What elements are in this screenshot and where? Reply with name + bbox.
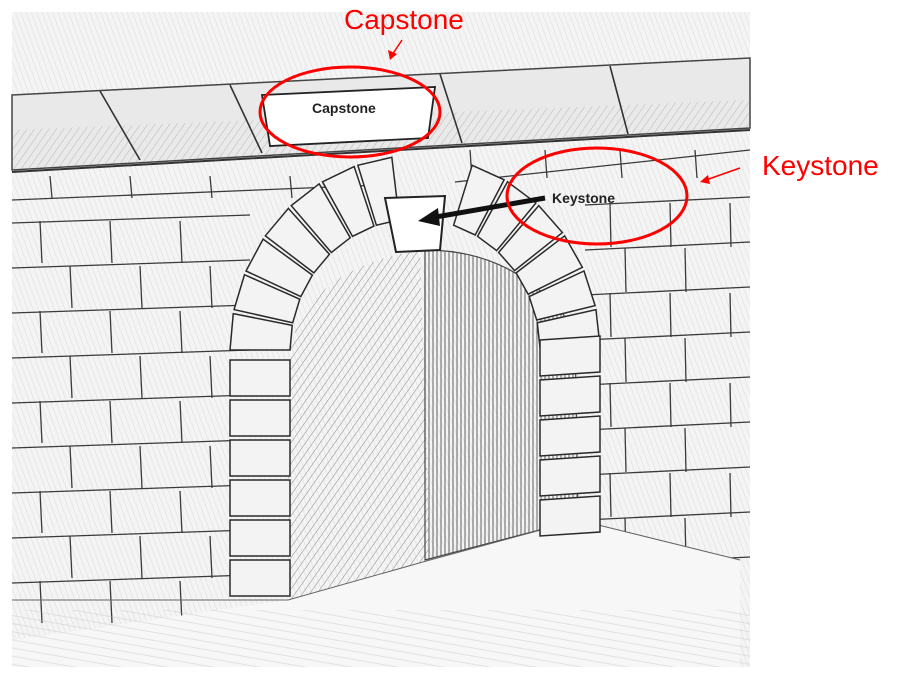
keystone-annotation-label: Keystone (762, 152, 879, 180)
capstone-annotation-label: Capstone (344, 6, 464, 34)
voussoir-stone (230, 360, 290, 396)
voussoir-stone (230, 520, 290, 556)
voussoir-stone (540, 336, 600, 376)
voussoir-stone (230, 560, 290, 596)
voussoir-stone (540, 496, 600, 536)
voussoir-stone (540, 456, 600, 496)
keystone-sketch-label: Keystone (552, 190, 615, 206)
ground (12, 610, 750, 667)
voussoir-stone (230, 440, 290, 476)
voussoir-stone (230, 480, 290, 516)
voussoir-stone (230, 400, 290, 436)
capstone-sketch-label: Capstone (312, 100, 376, 116)
voussoir-stone (540, 416, 600, 456)
voussoir-stone (540, 376, 600, 416)
